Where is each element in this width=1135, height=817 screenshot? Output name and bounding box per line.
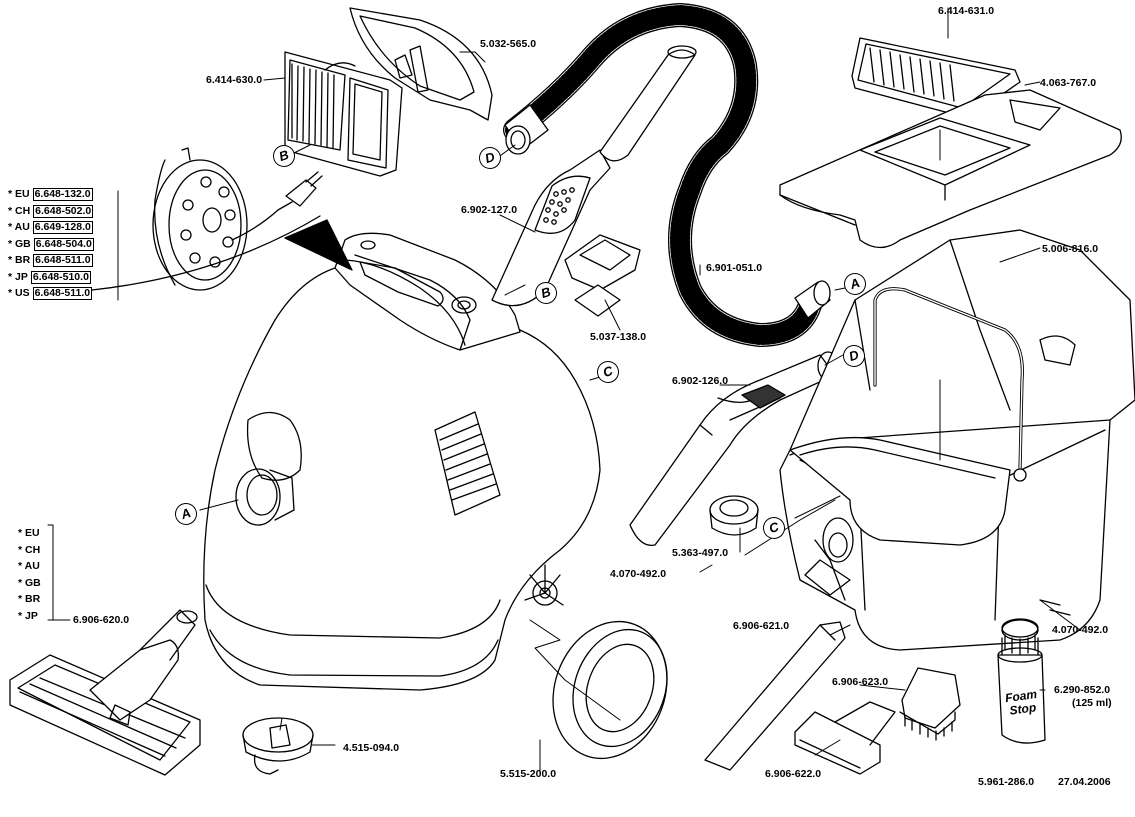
- upholstery-brush: [899, 667, 961, 741]
- label-6290852-volume: (125 ml): [1072, 697, 1112, 709]
- nozzle-variant-list: * EU * CH * AU * GB * BR * JP: [18, 525, 41, 624]
- label-5515200: 5.515-200.0: [500, 768, 557, 780]
- inlet-socket: [235, 468, 295, 526]
- label-6414630: 6.414-630.0: [206, 74, 263, 86]
- nozzle-variant-item: * JP: [18, 609, 38, 622]
- crevice-nozzle: [704, 621, 846, 771]
- leader-lines: [47, 7, 1081, 776]
- nozzle-variant-item: * GB: [18, 576, 41, 589]
- label-6906620: 6.906-620.0: [73, 614, 130, 626]
- label-4515094: 4.515-094.0: [343, 742, 400, 754]
- dirt-container: [779, 229, 1135, 651]
- filter-cartridge-630: [284, 51, 403, 177]
- foam-stop-bottle: [997, 618, 1046, 744]
- label-5363497: 5.363-497.0: [672, 547, 729, 559]
- label-5032565: 5.032-565.0: [480, 38, 537, 50]
- axle-hub: [524, 564, 564, 606]
- floor-nozzle: [9, 609, 201, 776]
- label-6906622: 6.906-622.0: [765, 768, 822, 780]
- nozzle-variant-item: * BR: [18, 593, 41, 605]
- label-5037138: 5.037-138.0: [590, 331, 647, 343]
- vent-grille: [434, 411, 501, 516]
- label-4070492-left: 4.070-492.0: [610, 568, 667, 580]
- doc-date: 27.04.2006: [1058, 776, 1111, 788]
- castor: [242, 717, 314, 775]
- label-6906623: 6.906-623.0: [832, 676, 889, 688]
- filter-cover-565: [349, 7, 493, 121]
- upholstery-nozzle: [794, 701, 896, 775]
- filter-tray: [779, 89, 1122, 249]
- nozzle-variant-item: * EU: [18, 527, 40, 539]
- ring-seal-5363: [709, 495, 759, 536]
- vacuum-body: [203, 219, 601, 691]
- label-4070492-right: 4.070-492.0: [1052, 624, 1109, 636]
- wheel: [552, 620, 668, 760]
- label-6414631: 6.414-631.0: [938, 5, 995, 17]
- label-4063767: 4.063-767.0: [1040, 77, 1097, 89]
- nozzle-variant-item: * AU: [18, 560, 40, 572]
- label-6906621: 6.906-621.0: [733, 620, 790, 632]
- doc-number: 5.961-286.0: [978, 776, 1035, 788]
- cable-reel: [91, 147, 323, 291]
- hose-handle: [629, 351, 839, 546]
- suction-hose: [503, 3, 831, 347]
- label-6902126: 6.902-126.0: [672, 375, 729, 387]
- label-6901051: 6.901-051.0: [706, 262, 763, 274]
- label-5006816: 5.006-816.0: [1042, 243, 1099, 255]
- label-6902127: 6.902-127.0: [461, 204, 518, 216]
- label-6290852: 6.290-852.0: [1054, 684, 1111, 696]
- tube-clip: [564, 234, 641, 317]
- nozzle-variant-item: * CH: [18, 543, 41, 556]
- suction-tube-127: [491, 45, 697, 307]
